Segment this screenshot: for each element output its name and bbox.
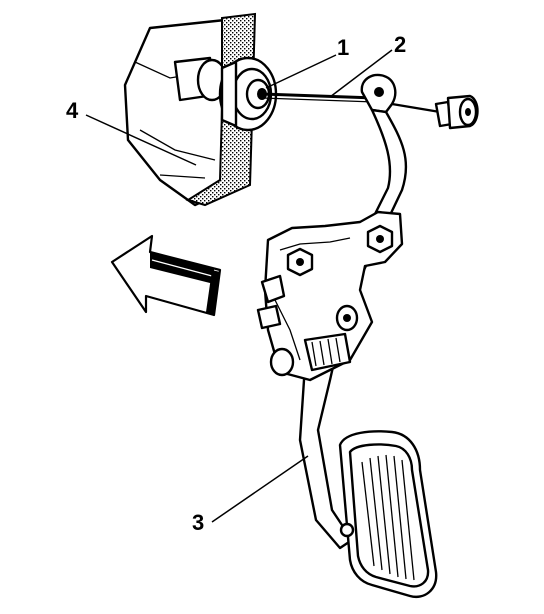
callout-4: 4: [66, 98, 79, 123]
mounting-nut: [366, 224, 394, 254]
leader-3: [211, 455, 309, 523]
pivot-spring: [269, 304, 359, 377]
callout-labels: 1 2 3 4: [66, 32, 406, 535]
mounting-nut: [286, 247, 314, 277]
pedal-pad: [338, 430, 438, 599]
leader-4: [85, 114, 197, 166]
accelerator-cable: [261, 92, 479, 130]
direction-arrow-icon: [110, 234, 222, 317]
leader-2: [329, 49, 393, 98]
leader-1: [265, 54, 337, 89]
pedal-mounting-bracket: [256, 210, 404, 382]
cable-end-fitting: [434, 94, 479, 130]
callout-leaders: [85, 49, 393, 523]
callout-3: 3: [192, 510, 204, 535]
callout-1: 1: [337, 35, 349, 60]
cable-grommet: [218, 56, 278, 132]
callout-2: 2: [394, 32, 406, 57]
